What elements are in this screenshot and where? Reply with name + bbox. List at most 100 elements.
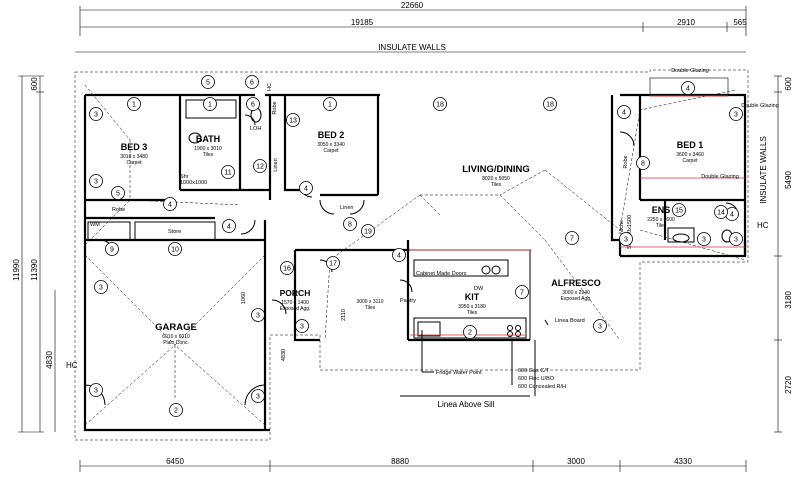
callout-circle [515, 285, 529, 299]
callout-circle [253, 159, 267, 173]
room-bed3-size: 3010 x 3480 [120, 154, 148, 160]
callout-circle [729, 107, 743, 121]
callout-circle [222, 219, 236, 233]
linea-sill-note: Linea Above Sill [438, 400, 495, 409]
room-garage-name: GARAGE [155, 322, 197, 333]
callout-circle [246, 97, 260, 111]
callout-number: 13 [289, 118, 297, 125]
gas-note: 600 Gas C/T [518, 368, 550, 374]
room-living-size: 8020 x 5050 [482, 176, 510, 182]
hc-right: HC [757, 221, 769, 230]
room-garage-finish: Plain Conc. [163, 340, 189, 346]
callout-circle [681, 81, 695, 95]
room-bed1-name: BED 1 [677, 140, 704, 150]
room-garage-size: 6010 x 6010 [162, 334, 190, 340]
dim-right-low: 3180 [784, 291, 793, 309]
dim-right-bottom: 2720 [784, 376, 793, 394]
room-living-name: LIVING/DINING [462, 164, 530, 175]
callout-number: 4 [227, 224, 231, 231]
callout-circle [251, 389, 265, 403]
callout-number: 3 [94, 388, 98, 395]
callout-number: 6 [250, 80, 254, 87]
room-living-finish: Tiles [491, 182, 502, 188]
room-bed2-name: BED 2 [318, 130, 345, 140]
callout-number: 3 [624, 237, 628, 244]
callout-number: 3 [256, 394, 260, 401]
callout-circle [251, 308, 265, 322]
callout-circle [361, 224, 375, 238]
room-porch-name: PORCH [280, 288, 311, 298]
callout-circle [203, 97, 217, 111]
callout-number: 2 [174, 408, 178, 415]
callout-circle [295, 319, 309, 333]
store-label: Store [168, 229, 181, 235]
room-bed3-finish: Carpet [126, 160, 142, 166]
hc-top: HC [267, 83, 273, 91]
callout-number: 5 [206, 80, 210, 87]
callout-number: 3 [702, 237, 706, 244]
callout-circle [89, 107, 103, 121]
callout-number: 7 [520, 290, 524, 297]
robe-label-1: Robe [272, 101, 278, 114]
callout-circle [127, 97, 141, 111]
insulate-walls-label: INSULATE WALLS [378, 43, 446, 52]
callout-number: 3 [256, 313, 260, 320]
callout-number: 4 [686, 86, 690, 93]
callout-circle [111, 186, 125, 200]
double-glazing-right: Double Glazing [741, 103, 779, 109]
shr-label-line-2: 1000x1000 [180, 180, 207, 186]
room-bed3-name: BED 3 [121, 142, 148, 152]
callout-number: 3 [300, 324, 304, 331]
loh-label: LOH [250, 126, 261, 132]
room-ens-name: ENS [652, 205, 671, 215]
insulate-walls-side: INSULATE WALLS [759, 136, 768, 204]
callout-number: 3 [598, 324, 602, 331]
room-ens-finish: Tiles [656, 223, 667, 229]
flec-note: 600 Flec U/BO [518, 376, 555, 382]
dim-top-mid: 2910 [677, 18, 695, 27]
dim-top-left: 19185 [351, 18, 374, 27]
callout-circle [636, 156, 650, 170]
room-kit-name: KIT [465, 292, 480, 302]
dim-left-garage: 4830 [45, 351, 54, 369]
callout-circle [105, 242, 119, 256]
linea-board-note: Linea Board [555, 318, 585, 324]
room-porch-size: 1570 x 1400 [281, 300, 309, 306]
callout-number: 4 [168, 202, 172, 209]
callout-circle [565, 231, 579, 245]
robe-label-2: Robe [112, 207, 125, 213]
dim-porch-side: 1060 [241, 292, 247, 304]
callout-number: 16 [283, 266, 291, 273]
room-labels: BED 3 3010 x 3480 Carpet BATH 1900 x 301… [120, 130, 704, 346]
callout-circle [326, 256, 340, 270]
dim-left-outer: 11990 [12, 259, 21, 281]
callout-number: 4 [622, 110, 626, 117]
callout-number: 12 [256, 164, 264, 171]
callout-circle [286, 113, 300, 127]
callout-number: 8 [641, 161, 645, 168]
callout-number: 1 [328, 102, 332, 109]
callout-circle [280, 261, 294, 275]
room-alfresco-name: ALFRESCO [551, 278, 601, 288]
callout-circle [714, 205, 728, 219]
callout-number: 1 [208, 102, 212, 109]
callout-number: 4 [397, 253, 401, 260]
wm-label: WM [90, 222, 100, 228]
dim-bottom-1: 6450 [166, 457, 184, 466]
shr-label: Shr 1000x1000 [180, 174, 207, 186]
shr-label-line-1: Shr [180, 174, 189, 180]
room-kit-side-size: 3000 x 3110 [356, 299, 383, 305]
callout-circle [697, 232, 711, 246]
callout-number: 2 [468, 330, 472, 337]
callout-number: 11 [224, 170, 231, 177]
room-ens-size: 2250 x 1600 [647, 217, 675, 223]
callout-circle [163, 197, 177, 211]
double-glazing-bed1: Double Glazing [701, 174, 739, 180]
callout-circle [323, 97, 337, 111]
shr-size-label: Shr 900x1500 [627, 215, 633, 249]
callout-circle [433, 97, 447, 111]
room-alfresco-finish: Exposed Agg. [561, 296, 592, 302]
callout-number: 1 [132, 102, 136, 109]
concealed-note: 600 Concealed R/H [518, 384, 566, 390]
